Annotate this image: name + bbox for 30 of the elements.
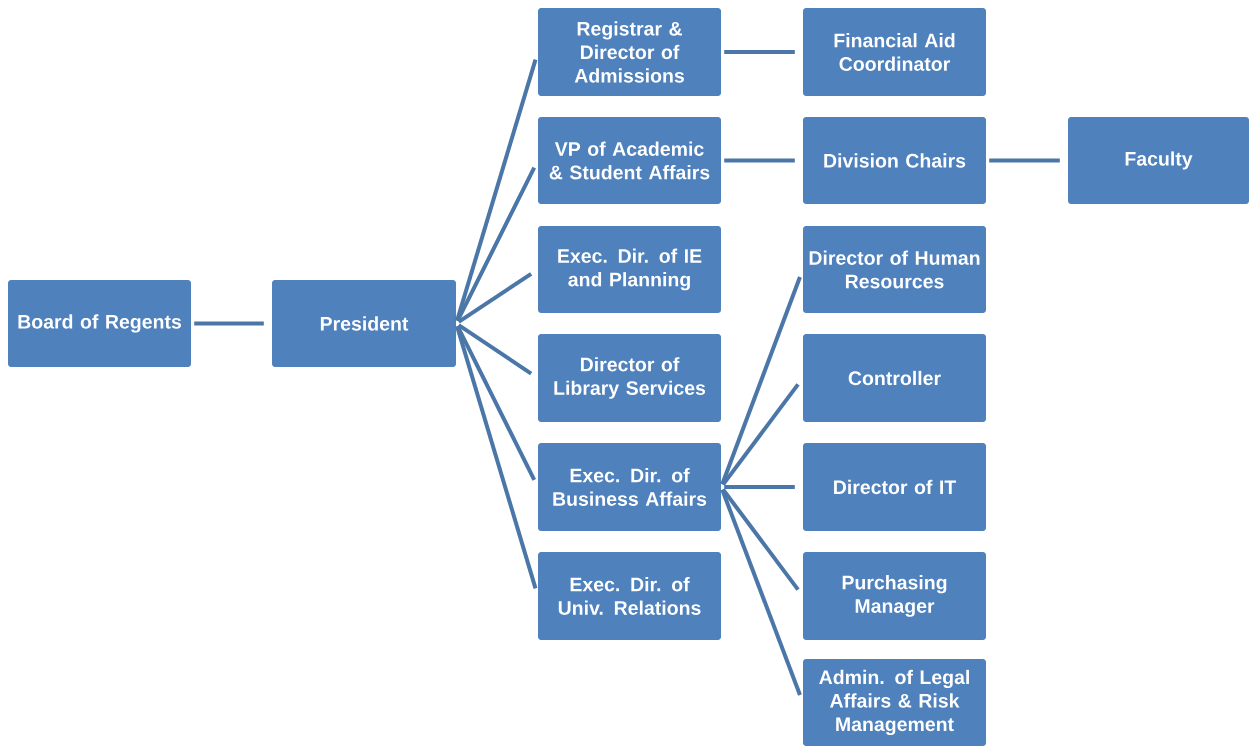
org-box: President: [272, 280, 456, 367]
org-box: Purchasing Manager: [803, 552, 986, 640]
org-box: VP of Academic & Student Affairs: [538, 117, 721, 204]
org-box: Board of Regents: [8, 280, 191, 367]
org-box: Financial Aid Coordinator: [803, 8, 986, 96]
org-box: Division Chairs: [803, 117, 986, 204]
org-box: Exec. Dir. of Univ. Relations: [538, 552, 721, 640]
connector-line: [457, 323, 533, 376]
connector-line: [457, 272, 533, 324]
connector-line: [724, 50, 795, 54]
connector-line: [720, 489, 802, 696]
connector-line: [455, 325, 538, 589]
connector-line: [455, 59, 538, 322]
connector-line: [721, 383, 800, 486]
org-box: Exec. Dir. of Business Affairs: [538, 443, 721, 531]
org-box: Director of IT: [803, 443, 986, 531]
org-box: Registrar & Director of Admissions: [538, 8, 721, 96]
connector-line: [721, 488, 800, 591]
connector-line: [194, 321, 264, 326]
org-box: Director of Human Resources: [803, 226, 986, 313]
connector-line: [724, 158, 795, 163]
org-box: Faculty: [1068, 117, 1249, 204]
connector-line: [455, 166, 536, 322]
connector-line: [720, 276, 802, 485]
connector-line: [989, 158, 1060, 163]
org-box: Admin. of Legal Affairs & Risk Management: [803, 659, 986, 746]
connector-line: [724, 485, 795, 489]
org-box: Director of Library Services: [538, 334, 721, 422]
org-box: Exec. Dir. of IE and Planning: [538, 226, 721, 313]
org-box: Controller: [803, 334, 986, 422]
